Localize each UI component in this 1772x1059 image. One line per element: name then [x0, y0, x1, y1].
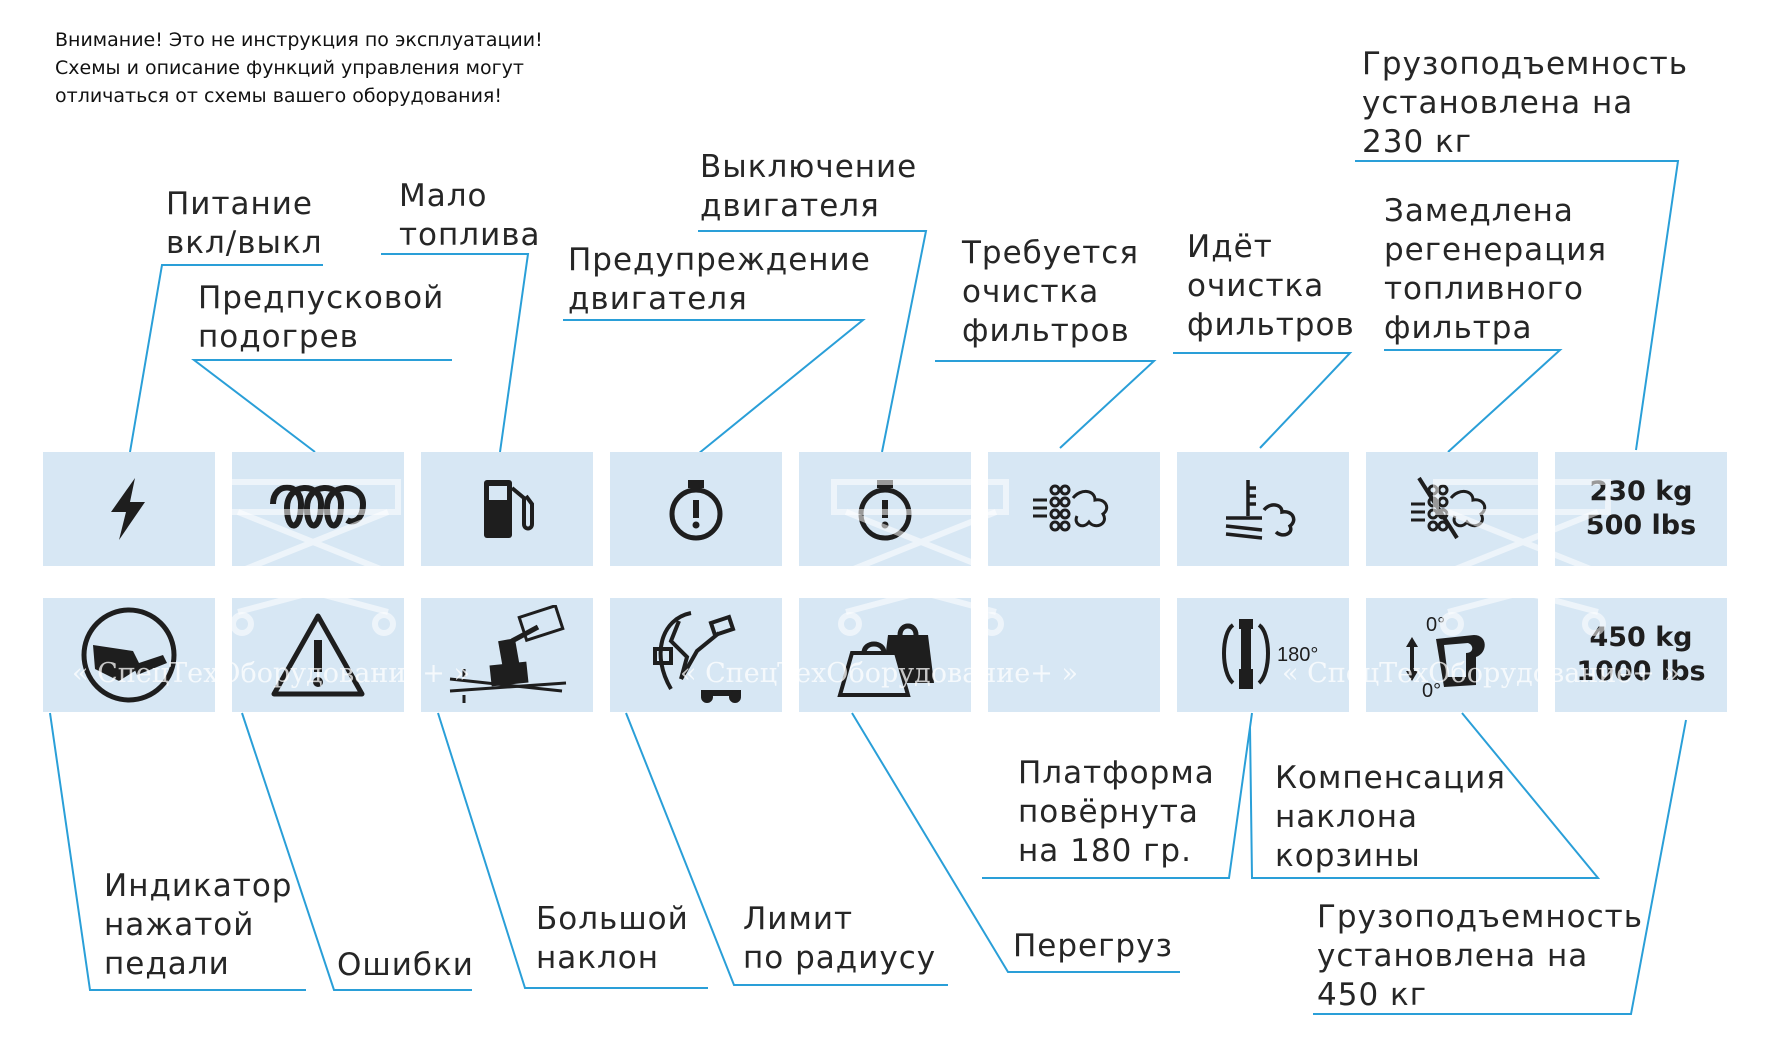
engine-exclamation-icon: [669, 480, 723, 541]
leader-pedal: [49, 712, 306, 991]
capacity-450-lbs: 1000 lbs: [1576, 656, 1706, 687]
leader-capacity-230: [1355, 160, 1680, 451]
leader-low-fuel: [381, 253, 530, 453]
indicator-errors: [232, 598, 404, 712]
capacity-230-kg: 230 kg: [1589, 476, 1693, 507]
engine-stop-icon: [858, 480, 912, 541]
platform-rotate-icon: 180°: [1222, 619, 1318, 689]
indicator-pedal: [43, 598, 215, 712]
leader-overload: [851, 712, 1180, 973]
label-low-fuel: Мало топлива: [399, 178, 541, 253]
leader-basket-comp: [1249, 712, 1601, 879]
leader-preheat: [191, 359, 452, 453]
leader-engine-shutdown: [698, 230, 928, 453]
indicator-tilt: [421, 598, 593, 712]
filter-regeneration-icon: [1225, 480, 1296, 540]
label-engine-warning: Предупреждение двигателя: [568, 242, 871, 317]
label-overload: Перегруз: [1013, 928, 1173, 964]
label-filter-cleaning: Идёт очистка фильтров: [1187, 229, 1355, 343]
indicator-filter-clean-required: [988, 452, 1160, 566]
leader-filter-clean: [935, 360, 1157, 449]
disclaimer-line: Схемы и описание функций управления могу…: [55, 57, 524, 79]
indicator-radius-limit: [610, 598, 782, 712]
indicator-platform-rotated: 180°: [1177, 598, 1349, 712]
label-capacity-450: Грузоподъемность установлена на 450 кг: [1317, 899, 1644, 1013]
lightning-icon: [111, 478, 145, 540]
indicator-capacity-450: 450 kg 1000 lbs: [1555, 598, 1727, 712]
disclaimer-notice: Внимание! Это не инструкция по эксплуата…: [55, 26, 543, 110]
indicator-power: [43, 452, 215, 566]
indicator-basket-compensation: 0° 0°: [1366, 598, 1538, 712]
indicator-overload: [799, 598, 971, 712]
leader-power: [129, 264, 323, 453]
indicator-empty: [988, 598, 1160, 712]
capacity-230-lbs: 500 lbs: [1585, 510, 1697, 541]
label-basket-compensation: Компенсация наклона корзины: [1275, 760, 1506, 874]
leader-regen: [1384, 349, 1563, 453]
label-preheat: Предпусковой подогрев: [198, 280, 445, 355]
leader-filter-cleaning: [1173, 352, 1353, 449]
label-regen-slowed: Замедлена регенерация топливного фильтра: [1384, 193, 1608, 346]
leader-engine-warning: [563, 319, 866, 455]
disclaimer-line: отличаться от схемы вашего оборудования!: [55, 85, 502, 107]
filter-clean-icon: [1033, 484, 1109, 532]
rotate-degree-label: 180°: [1277, 644, 1318, 666]
indicator-preheat: [232, 452, 404, 566]
indicator-engine-shutdown: [799, 452, 971, 566]
overload-weight-icon: [837, 623, 934, 697]
angle-top-label: 0°: [1426, 614, 1445, 636]
indicator-regen-slowed: [1366, 452, 1538, 566]
label-engine-shutdown: Выключение двигателя: [700, 149, 918, 224]
leader-tilt: [437, 712, 708, 989]
leader-capacity-450: [1313, 719, 1687, 1015]
capacity-450-readout: 450 kg 1000 lbs: [1576, 621, 1705, 689]
fuel-pump-icon: [484, 480, 534, 538]
label-errors: Ошибки: [337, 947, 474, 983]
label-platform-rotated: Платформа повёрнута на 180 гр.: [1018, 755, 1215, 869]
leader-radius: [625, 712, 948, 986]
indicator-filter-cleaning: [1177, 452, 1349, 566]
capacity-230-readout: 230 kg 500 lbs: [1586, 475, 1696, 543]
label-radius-limit: Лимит по радиусу: [743, 901, 937, 976]
indicator-low-fuel: [421, 452, 593, 566]
regeneration-slowed-icon: [1411, 476, 1487, 540]
leader-platform-rotated: [982, 712, 1253, 879]
indicator-engine-warning: [610, 452, 782, 566]
label-tilt: Большой наклон: [536, 901, 689, 976]
label-pedal: Индикатор нажатой педали: [104, 868, 293, 982]
tilt-icon: [449, 605, 567, 703]
capacity-450-kg: 450 kg: [1589, 622, 1693, 653]
disclaimer-line: Внимание! Это не инструкция по эксплуата…: [55, 29, 543, 51]
label-filter-clean-required: Требуется очистка фильтров: [962, 235, 1139, 349]
glow-plug-coil-icon: [270, 484, 367, 529]
warning-triangle-icon: [271, 613, 365, 697]
basket-level-icon: 0° 0°: [1406, 614, 1485, 702]
foot-pedal-icon: [81, 607, 177, 703]
indicator-capacity-230: 230 kg 500 lbs: [1555, 452, 1727, 566]
label-power: Питание вкл/выкл: [166, 186, 323, 261]
angle-bottom-label: 0°: [1422, 680, 1441, 702]
boom-radius-icon: [653, 611, 741, 703]
label-capacity-230: Грузоподъемность установлена на 230 кг: [1362, 46, 1689, 160]
leader-errors: [241, 712, 472, 991]
